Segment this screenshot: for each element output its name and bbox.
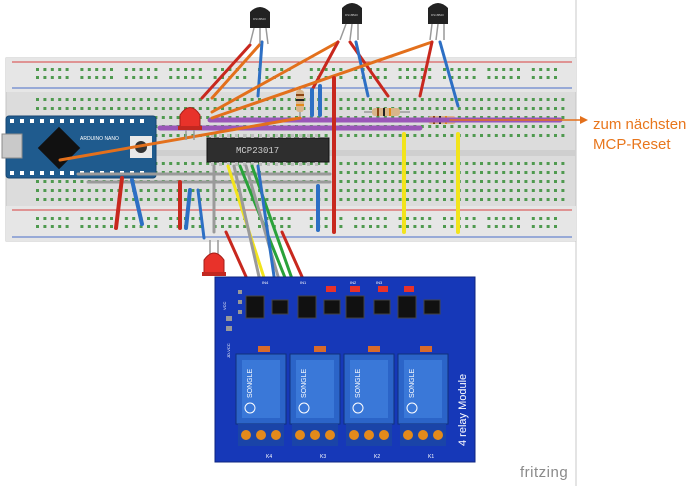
annotation-line-2: MCP-Reset: [593, 136, 671, 153]
mcp23017-chip: MCP23017: [206, 134, 330, 166]
sensor-3: DS18B20: [428, 3, 448, 41]
jd-label: JD-VCC: [226, 343, 231, 358]
relay-1: SONGLE K4: [235, 353, 287, 460]
sensor-2-label: DS18B20: [345, 13, 358, 17]
sensor-2: DS18B20: [339, 3, 362, 41]
input-label-4: IN4: [262, 280, 269, 285]
relay-brand: SONGLE: [247, 368, 254, 398]
module-side-label: 4 relay Module: [457, 374, 469, 446]
relay-3: SONGLE K2: [343, 353, 395, 460]
relay-label: K2: [374, 454, 380, 460]
relay-4: SONGLE K1: [397, 353, 449, 460]
fritzing-watermark: fritzing: [520, 464, 569, 481]
sensor-3-label: DS18B20: [431, 13, 444, 17]
relay-brand: SONGLE: [355, 368, 362, 398]
input-label-3: IN3: [376, 280, 383, 285]
sensor-1: DS18B20: [249, 7, 270, 45]
relay-module: IN4 IN1 IN2 IN3 VCC JD-VCC SONGLEK4SONGL…: [214, 276, 476, 463]
chip-label: MCP23017: [236, 146, 279, 156]
led-top: [178, 107, 202, 140]
resistor-2: [364, 108, 410, 116]
arduino-model: ARDUINO NANO: [80, 136, 119, 142]
relay-brand: SONGLE: [409, 368, 416, 398]
resistor-1: [296, 86, 304, 118]
input-label-1: IN1: [300, 280, 307, 285]
annotation-line-1: zum nächsten: [593, 116, 687, 133]
relay-brand: SONGLE: [301, 368, 308, 398]
relay-label: K4: [266, 454, 272, 460]
power-label: VCC: [222, 301, 227, 310]
input-label-2: IN2: [350, 280, 357, 285]
led-bottom: [202, 240, 226, 276]
relay-label: K3: [320, 454, 326, 460]
relay-label: K1: [428, 454, 434, 460]
relay-2: SONGLE K3: [289, 353, 341, 460]
sensor-1-label: DS18B20: [253, 17, 266, 21]
